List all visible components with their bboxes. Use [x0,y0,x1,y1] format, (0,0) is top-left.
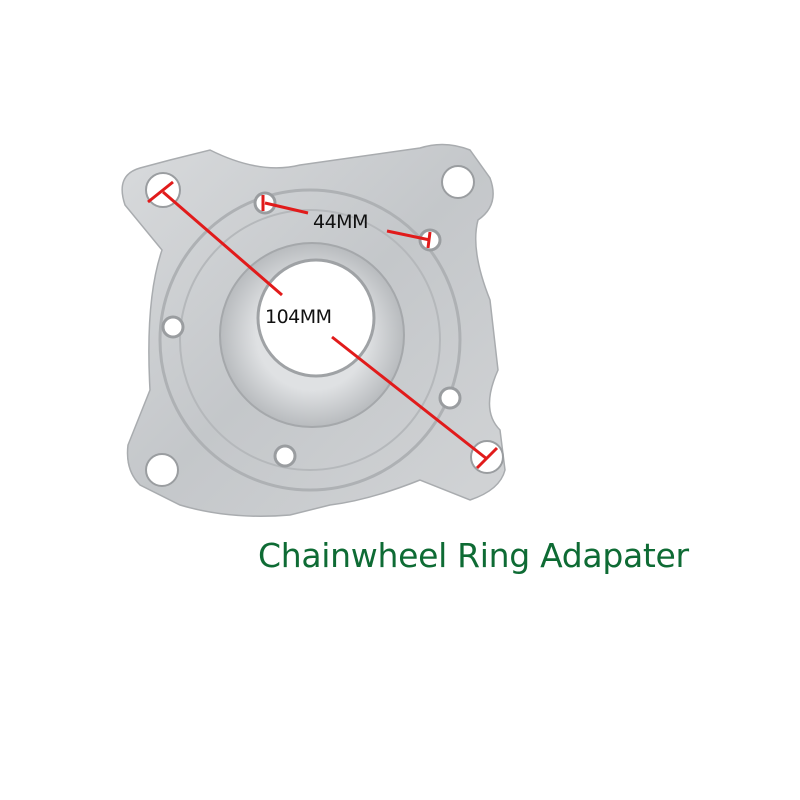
dimension-104mm-marker [147,180,499,470]
dimension-104mm-label: 104MM [265,306,332,328]
dimension-44mm-label: 44MM [313,211,368,233]
product-caption: Chainwheel Ring Adapater [258,536,689,575]
dimension-44mm-marker [261,195,432,249]
